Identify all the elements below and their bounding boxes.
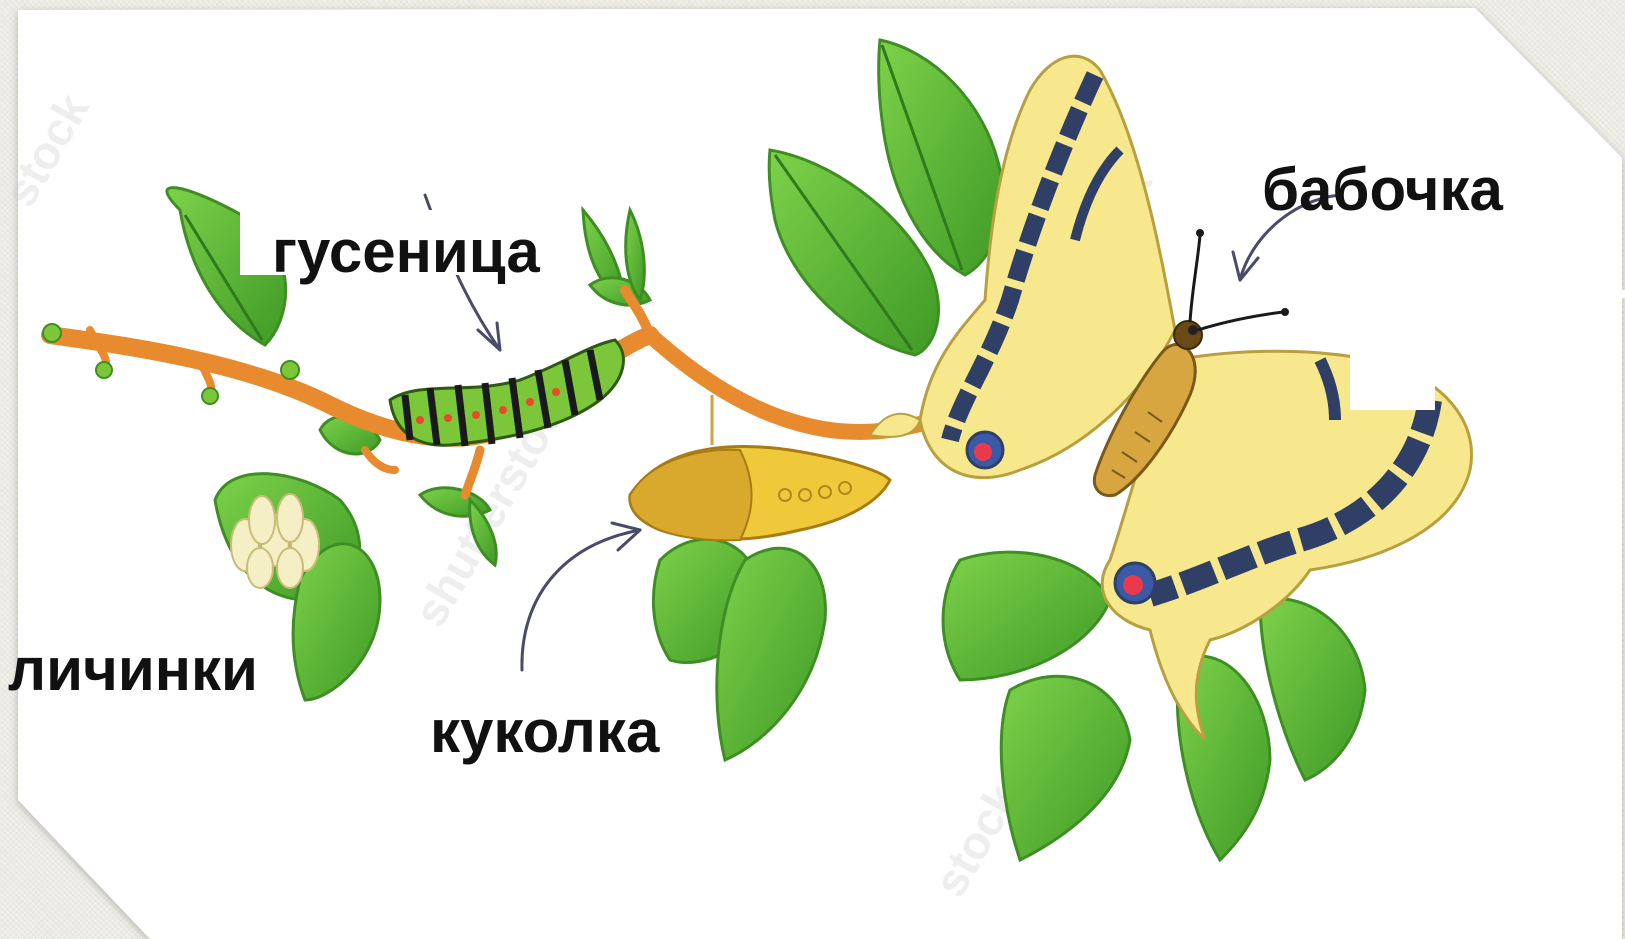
label-pupa: куколка [430,702,659,762]
label-butterfly: бабочка [1262,160,1503,220]
label-larvae: личинки [8,640,258,700]
label-caterpillar: гусеница [272,222,540,282]
